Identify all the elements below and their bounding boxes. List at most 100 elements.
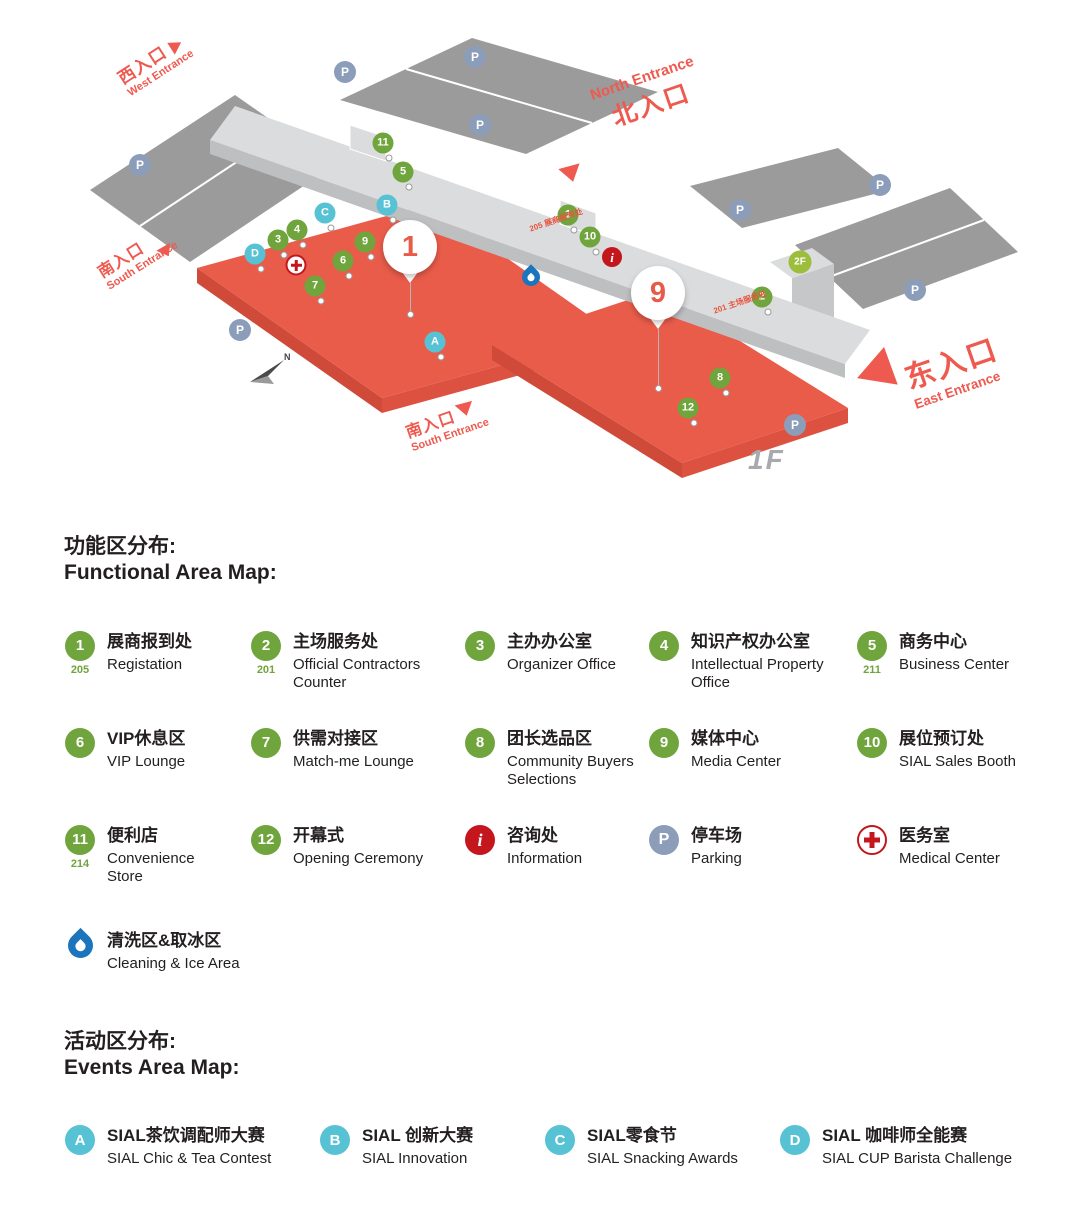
pin-dot (406, 311, 414, 318)
label-en: SIAL Sales Booth (899, 752, 1017, 770)
hall-number: 211 (863, 663, 881, 676)
map-marker-2: 2 (751, 286, 773, 316)
pin-number: 9 (649, 276, 667, 309)
label-en: Cleaning & Ice Area (107, 954, 240, 972)
label-zh: 清洗区&取冰区 (107, 930, 222, 950)
information-marker: i (602, 247, 622, 267)
information-icon: i (465, 824, 495, 855)
number-2-icon: 2 (251, 630, 281, 661)
pin-head: 9 (631, 266, 685, 320)
functional-title-en: Functional Area Map: (64, 561, 277, 585)
legend-item-medical-center: 医务室 Medical Center (856, 824, 1076, 886)
letter-b-icon: B (320, 1125, 350, 1155)
hall-9-roof (492, 290, 848, 463)
label-en: SIAL Chic & Tea Contest (107, 1150, 272, 1167)
parking-marker: P (729, 199, 751, 221)
medical-cross-marker (285, 254, 307, 276)
pin-head: 1 (383, 220, 437, 274)
letter-c-icon: C (545, 1125, 575, 1155)
number-6-icon: 6 (65, 727, 95, 758)
parking-marker: P (904, 279, 926, 301)
functional-legend-grid: 1 205 展商报到处 Registation 2 201 主场服务处 Offi… (64, 630, 1080, 886)
label-zh: 供需对接区 (293, 728, 378, 748)
number-4-icon: 4 (649, 630, 679, 661)
legend-item-registration: 1 205 展商报到处 Registation (64, 630, 250, 692)
label-en: Match-me Lounge (293, 752, 414, 770)
level-2f-marker: 2F (788, 250, 812, 274)
label-zh: 媒体中心 (691, 728, 759, 748)
events-title-en: Events Area Map: (64, 1055, 240, 1079)
pin-line (657, 329, 659, 385)
map-marker-c: C (314, 202, 336, 232)
label-zh: 商务中心 (899, 631, 967, 651)
label-zh: 主办办公室 (507, 631, 592, 651)
legend-item-parking: P 停车场 Parking (648, 824, 856, 886)
concourse (210, 106, 870, 364)
label-en: Convenience Store (107, 849, 195, 885)
map-marker-a: A (424, 331, 446, 361)
parking-marker: P (464, 46, 486, 68)
hall-number: 201 (256, 663, 276, 676)
hall-number: 214 (70, 857, 90, 870)
label-en: Community Buyers Selections (507, 752, 634, 788)
label-en: Official Contractors Counter (293, 655, 421, 691)
event-item-snacking-awards: C SIAL零食节 SIAL Snacking Awards (544, 1125, 779, 1168)
label-en: Organizer Office (507, 655, 616, 673)
water-drop-inner-icon (526, 272, 536, 283)
label-en: SIAL CUP Barista Challenge (822, 1150, 1013, 1167)
map-marker-1: 1 (557, 204, 579, 234)
events-title-zh: 活动区分布: (64, 1029, 176, 1053)
event-item-tea-contest: A SIAL茶饮调配师大赛 SIAL Chic & Tea Contest (64, 1125, 319, 1168)
functional-title-zh: 功能区分布: (64, 535, 176, 558)
parking-lot-northeast (690, 148, 890, 228)
map-marker-6: 6 (332, 250, 354, 280)
medical-cross-icon (857, 824, 887, 855)
legend-item-community-buyers: 8 团长选品区 Community Buyers Selections (464, 727, 648, 789)
label-en: Information (507, 849, 583, 867)
legend-section: 功能区分布: Functional Area Map: 1 205 展商报到处 … (0, 520, 1080, 1168)
legend-item-vip-lounge: 6 VIP休息区 VIP Lounge (64, 727, 250, 789)
map-marker-4: 4 (286, 219, 308, 249)
number-9-icon: 9 (649, 727, 679, 758)
label-en: Medical Center (899, 849, 1000, 867)
parking-marker: P (869, 174, 891, 196)
label-zh: 团长选品区 (507, 728, 592, 748)
pin-line (409, 283, 411, 311)
events-legend-grid: A SIAL茶饮调配师大赛 SIAL Chic & Tea Contest B … (64, 1125, 1080, 1168)
pin-number: 1 (401, 230, 419, 263)
map-marker-d: D (244, 243, 266, 273)
number-7-icon: 7 (251, 727, 281, 758)
legend-item-contractors: 2 201 主场服务处 Official Contractors Counter (250, 630, 464, 692)
hall-number: 205 (70, 663, 90, 676)
label-zh: SIAL茶饮调配师大赛 (107, 1126, 265, 1145)
label-zh: 展位预订处 (899, 728, 984, 748)
legend-item-organizer-office: 3 主办办公室 Organizer Office (464, 630, 648, 692)
label-en: Media Center (691, 752, 782, 770)
label-en: Registation (107, 655, 183, 673)
label-zh: SIAL 创新大赛 (362, 1126, 474, 1145)
hall-1-pin: 1 (383, 220, 437, 318)
event-item-innovation: B SIAL 创新大赛 SIAL Innovation (319, 1125, 544, 1168)
legend-item-cleaning-ice: 清洗区&取冰区 Cleaning & Ice Area (62, 927, 1080, 973)
label-en: Opening Ceremony (293, 849, 424, 867)
label-zh: 便利店 (107, 825, 158, 845)
legend-item-convenience-store: 11 214 便利店 Convenience Store (64, 824, 250, 886)
label-zh: 停车场 (691, 825, 742, 845)
map-marker-9: 9 (354, 231, 376, 261)
label-en: VIP Lounge (107, 752, 186, 770)
map-marker-3: 3 (267, 229, 289, 259)
label-zh: 主场服务处 (293, 631, 378, 651)
number-5-icon: 5 (857, 630, 887, 661)
label-zh: 开幕式 (293, 825, 344, 845)
legend-item-information: i 咨询处 Information (464, 824, 648, 886)
map-marker-5: 5 (392, 161, 414, 191)
map-marker-11: 11 (372, 132, 394, 162)
parking-marker: P (334, 61, 356, 83)
label-zh: 咨询处 (507, 825, 558, 845)
hall-9-pin: 9 (631, 266, 685, 392)
label-en: SIAL Innovation (362, 1150, 468, 1167)
number-1-icon: 1 (65, 630, 95, 661)
map-marker-7: 7 (304, 275, 326, 305)
label-zh: VIP休息区 (107, 728, 186, 748)
number-10-icon: 10 (857, 727, 887, 758)
